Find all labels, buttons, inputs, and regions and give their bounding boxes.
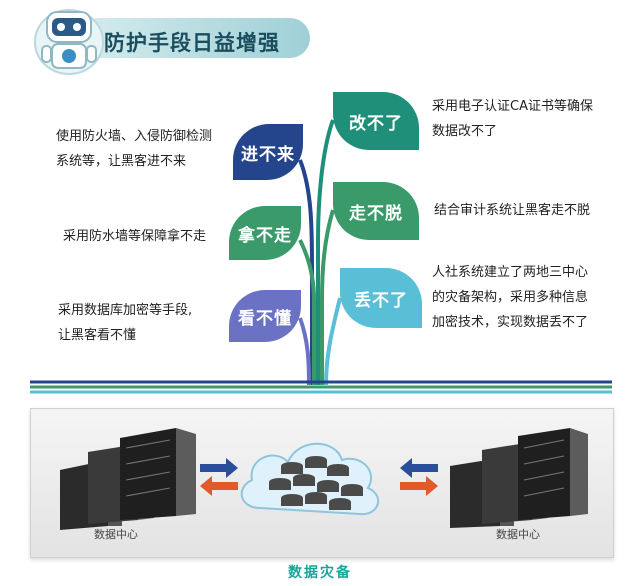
leaf-label: 拿不走 [238, 225, 292, 246]
right-server-rack-icon [450, 428, 588, 528]
desc-line: 采用数据库加密等手段, [58, 303, 193, 318]
leaf-label: 走不脱 [349, 203, 403, 224]
desc-kanbudong: 采用数据库加密等手段, 让黑客看不懂 [58, 298, 192, 348]
leaf-diubuliao: 丢不了 [340, 268, 422, 328]
right-sync-arrows-icon [400, 458, 438, 496]
right-datacenter-label: 数据中心 [496, 528, 540, 541]
desc-line: 数据改不了 [432, 124, 498, 139]
leaf-label: 丢不了 [354, 290, 408, 311]
cloud-storage-icon [240, 442, 380, 516]
left-server-rack-icon [60, 428, 196, 530]
desc-diubuliao: 人社系统建立了两地三中心 的灾备架构，采用多种信息 加密技术，实现数据丢不了 [432, 260, 588, 335]
left-datacenter-label: 数据中心 [94, 528, 138, 541]
backup-illustration [60, 428, 588, 530]
desc-nabuzou: 采用防水墙等保障拿不走 [63, 224, 206, 249]
page-title: 防护手段日益增强 [104, 31, 280, 55]
desc-line: 让黑客看不懂 [58, 328, 137, 343]
desc-jinbulai: 使用防火墙、入侵防御检测 系统等，让黑客进不来 [56, 124, 212, 174]
left-sync-arrows-icon [200, 458, 238, 496]
desc-line: 系统等，让黑客进不来 [56, 154, 187, 169]
desc-gaibuliao: 采用电子认证CA证书等确保 数据改不了 [432, 94, 593, 144]
leaf-label: 进不来 [241, 144, 295, 165]
leaf-label: 改不了 [349, 113, 403, 134]
tree-diagram [30, 119, 612, 394]
desc-line: 人社系统建立了两地三中心 [432, 265, 589, 280]
desc-line: 使用防火墙、入侵防御检测 [56, 129, 213, 144]
desc-line: 的灾备架构，采用多种信息 [432, 290, 589, 305]
leaf-label: 看不懂 [238, 308, 292, 329]
desc-line: 加密技术，实现数据丢不了 [432, 315, 589, 330]
robot-mascot-icon [34, 9, 104, 75]
desc-line: 结合审计系统让黑客走不脱 [434, 203, 591, 218]
leaf-gaibuliao: 改不了 [333, 92, 419, 150]
leaf-zoubutuo: 走不脱 [333, 182, 419, 240]
backup-caption: 数据灾备 [288, 565, 352, 581]
desc-line: 采用防水墙等保障拿不走 [63, 229, 207, 244]
header-banner [78, 18, 310, 58]
desc-line: 采用电子认证CA证书等确保 [432, 99, 593, 114]
desc-zoubutuo: 结合审计系统让黑客走不脱 [434, 198, 590, 223]
leaf-nabuzou: 拿不走 [229, 206, 301, 260]
leaf-kanbudong: 看不懂 [229, 290, 301, 342]
